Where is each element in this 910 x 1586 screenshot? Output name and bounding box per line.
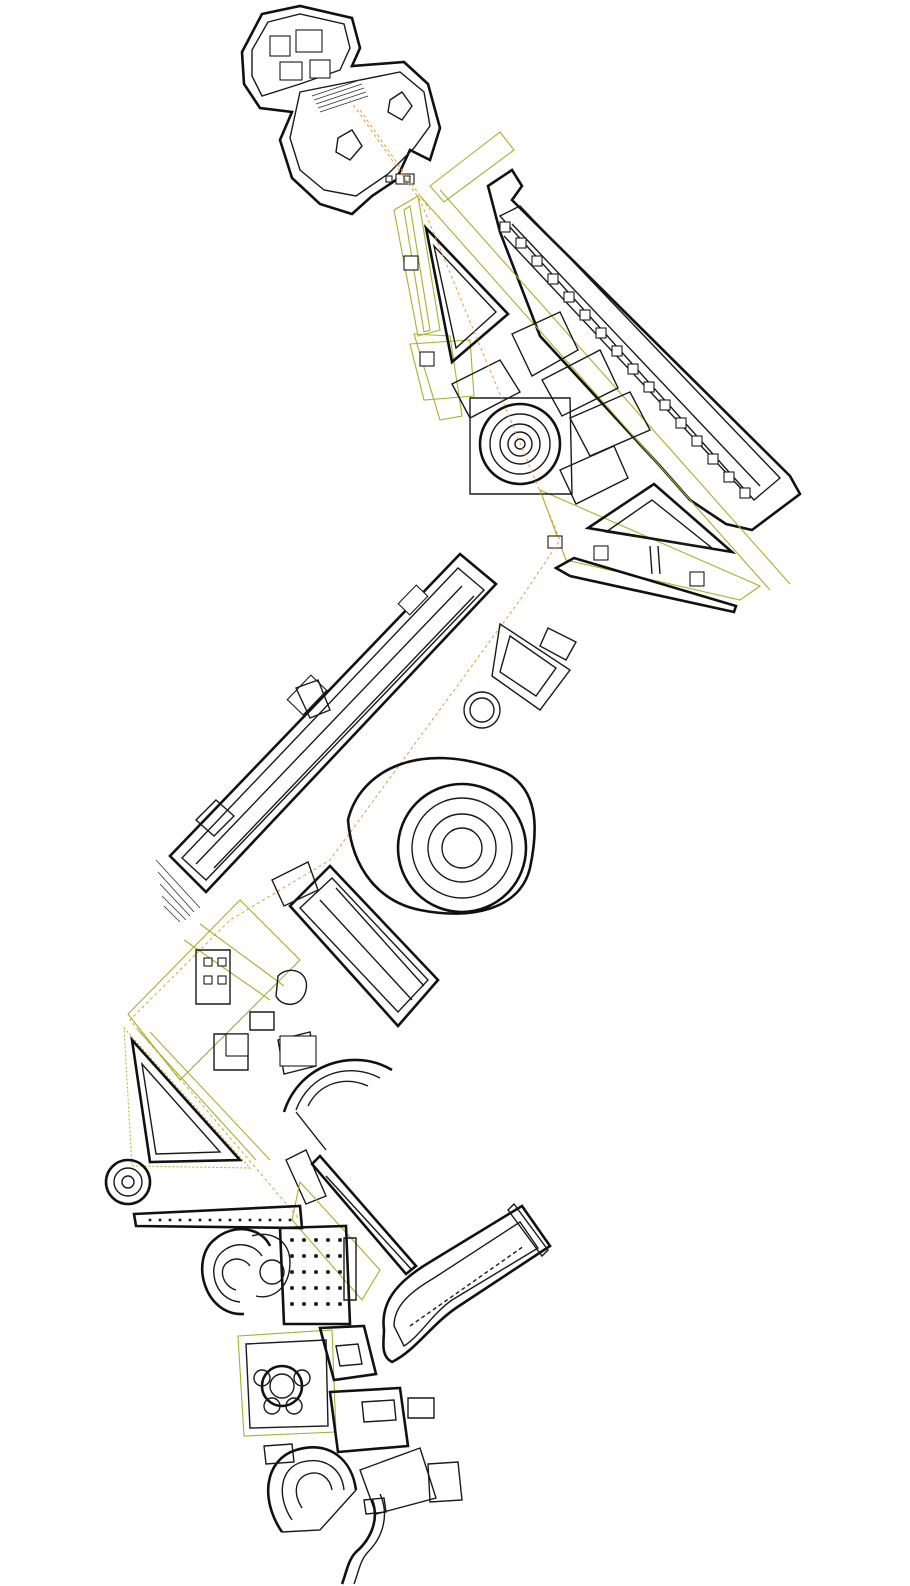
round-theatre-east [346, 622, 577, 915]
colonnaded-courtyard [271, 861, 440, 1028]
southwest-amphitheatre [200, 1227, 291, 1316]
southern-baths-row [132, 1204, 304, 1230]
northern-palace-complex [240, 4, 442, 216]
northeast-colonnade-wing [486, 168, 802, 532]
colonnade-cells [499, 221, 751, 499]
southern-edge-cluster [340, 1447, 463, 1585]
long-hippodrome [155, 552, 498, 923]
circus-oval [382, 1202, 552, 1364]
southwest-grid-courtyard [278, 1224, 357, 1326]
lower-rotunda-building [237, 1329, 337, 1437]
triangular-garden-north [403, 223, 510, 367]
lower-east-blocks [318, 1324, 435, 1454]
southern-theatre [263, 1443, 358, 1533]
triangular-garden-east [584, 482, 737, 587]
central-axis [129, 99, 561, 1221]
semicircular-theatre-center [225, 1033, 393, 1205]
triangular-garden-west [104, 1026, 271, 1206]
circular-temple [469, 397, 573, 495]
courtyard-blocks-north [451, 311, 738, 614]
